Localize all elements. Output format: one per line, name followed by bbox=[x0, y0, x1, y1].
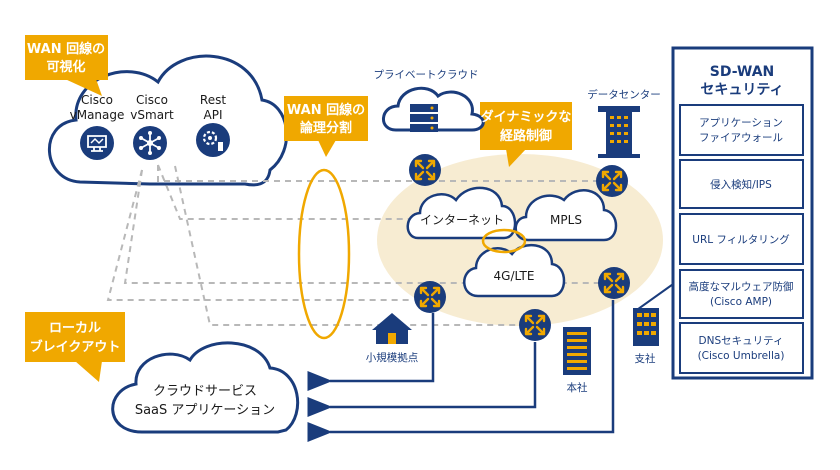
lte-label: 4G/LTE bbox=[494, 269, 535, 283]
internet-cloud bbox=[406, 186, 517, 240]
headquarters-building-icon bbox=[563, 327, 591, 375]
dynamic-routing-ellipse bbox=[481, 228, 527, 254]
vmanage-label-line2: vManage bbox=[70, 108, 125, 122]
branch-label: 支社 bbox=[635, 352, 656, 365]
security-connector bbox=[633, 281, 677, 313]
visibility-callout-line2: 可視化 bbox=[46, 59, 85, 75]
vsmart-label-line2: vSmart bbox=[130, 108, 174, 122]
logical-split-callout-line2: 論理分割 bbox=[300, 120, 352, 136]
security-item-dns-line2: (Cisco Umbrella) bbox=[698, 350, 785, 362]
control-dashed-lines bbox=[106, 164, 600, 326]
lte-cloud bbox=[463, 243, 566, 298]
router-icon-data-center bbox=[594, 163, 630, 199]
headquarters-label: 本社 bbox=[567, 381, 588, 394]
visibility-callout bbox=[25, 35, 108, 96]
mpls-label: MPLS bbox=[550, 213, 582, 227]
logical-split-callout bbox=[284, 96, 368, 157]
cloud-service-line2: SaaS アプリケーション bbox=[135, 403, 275, 418]
security-item-amp-line1: 高度なマルウェア防御 bbox=[689, 280, 794, 293]
mpls-cloud bbox=[514, 189, 618, 242]
security-item-amp-line2: (Cisco AMP) bbox=[710, 296, 772, 308]
branch-building-icon bbox=[633, 308, 659, 346]
small-site-house-icon bbox=[372, 313, 412, 344]
vmanage-label-line1: Cisco bbox=[81, 93, 113, 107]
security-item-app-firewall-line2: ファイアウォール bbox=[699, 132, 783, 144]
router-icon-branch bbox=[596, 265, 632, 301]
visibility-callout-line1: WAN 回線の bbox=[27, 41, 105, 57]
logical-split-callout-line1: WAN 回線の bbox=[287, 102, 365, 118]
security-item-boxes bbox=[679, 104, 804, 374]
security-item-ips: 侵入検知/IPS bbox=[710, 178, 772, 191]
saas-cloud bbox=[111, 341, 300, 434]
logical-split-ellipse bbox=[297, 168, 351, 340]
vsmart-icon bbox=[133, 126, 167, 160]
rest-api-label-line1: Rest bbox=[200, 93, 226, 107]
router-icon-headquarters bbox=[517, 307, 553, 343]
router-icon-small-site bbox=[412, 279, 448, 315]
security-title-line1: SD-WAN bbox=[710, 64, 775, 80]
data-center-label: データセンター bbox=[587, 88, 661, 101]
dynamic-routing-callout bbox=[480, 102, 572, 167]
rest-api-label-line2: API bbox=[204, 108, 223, 122]
security-item-dns-line1: DNSセキュリティ bbox=[699, 335, 784, 347]
security-title-line2: セキュリティ bbox=[700, 82, 783, 98]
local-breakout-callout bbox=[25, 312, 125, 382]
small-site-label: 小規模拠点 bbox=[366, 351, 419, 364]
dynamic-routing-callout-line1: ダイナミックな bbox=[481, 109, 572, 125]
private-cloud-label: プライベートクラウド bbox=[374, 69, 479, 81]
router-icon-private-cloud bbox=[407, 152, 443, 188]
local-breakout-callout-line1: ローカル bbox=[49, 321, 101, 336]
breakout-lines bbox=[307, 300, 615, 442]
security-item-url-filtering: URL フィルタリング bbox=[692, 233, 790, 246]
vmanage-icon bbox=[80, 126, 114, 160]
internet-label: インターネット bbox=[420, 213, 504, 227]
rest-api-icon bbox=[196, 123, 230, 157]
local-breakout-callout-line2: ブレイクアウト bbox=[30, 339, 121, 355]
cloud-service-line1: クラウドサービス bbox=[153, 384, 257, 399]
security-item-app-firewall-line1: アプリケーション bbox=[699, 117, 783, 129]
vsmart-label-line1: Cisco bbox=[136, 93, 168, 107]
private-cloud-icon bbox=[382, 86, 485, 132]
dynamic-routing-callout-line2: 経路制御 bbox=[500, 128, 552, 144]
data-center-icon bbox=[598, 106, 640, 158]
